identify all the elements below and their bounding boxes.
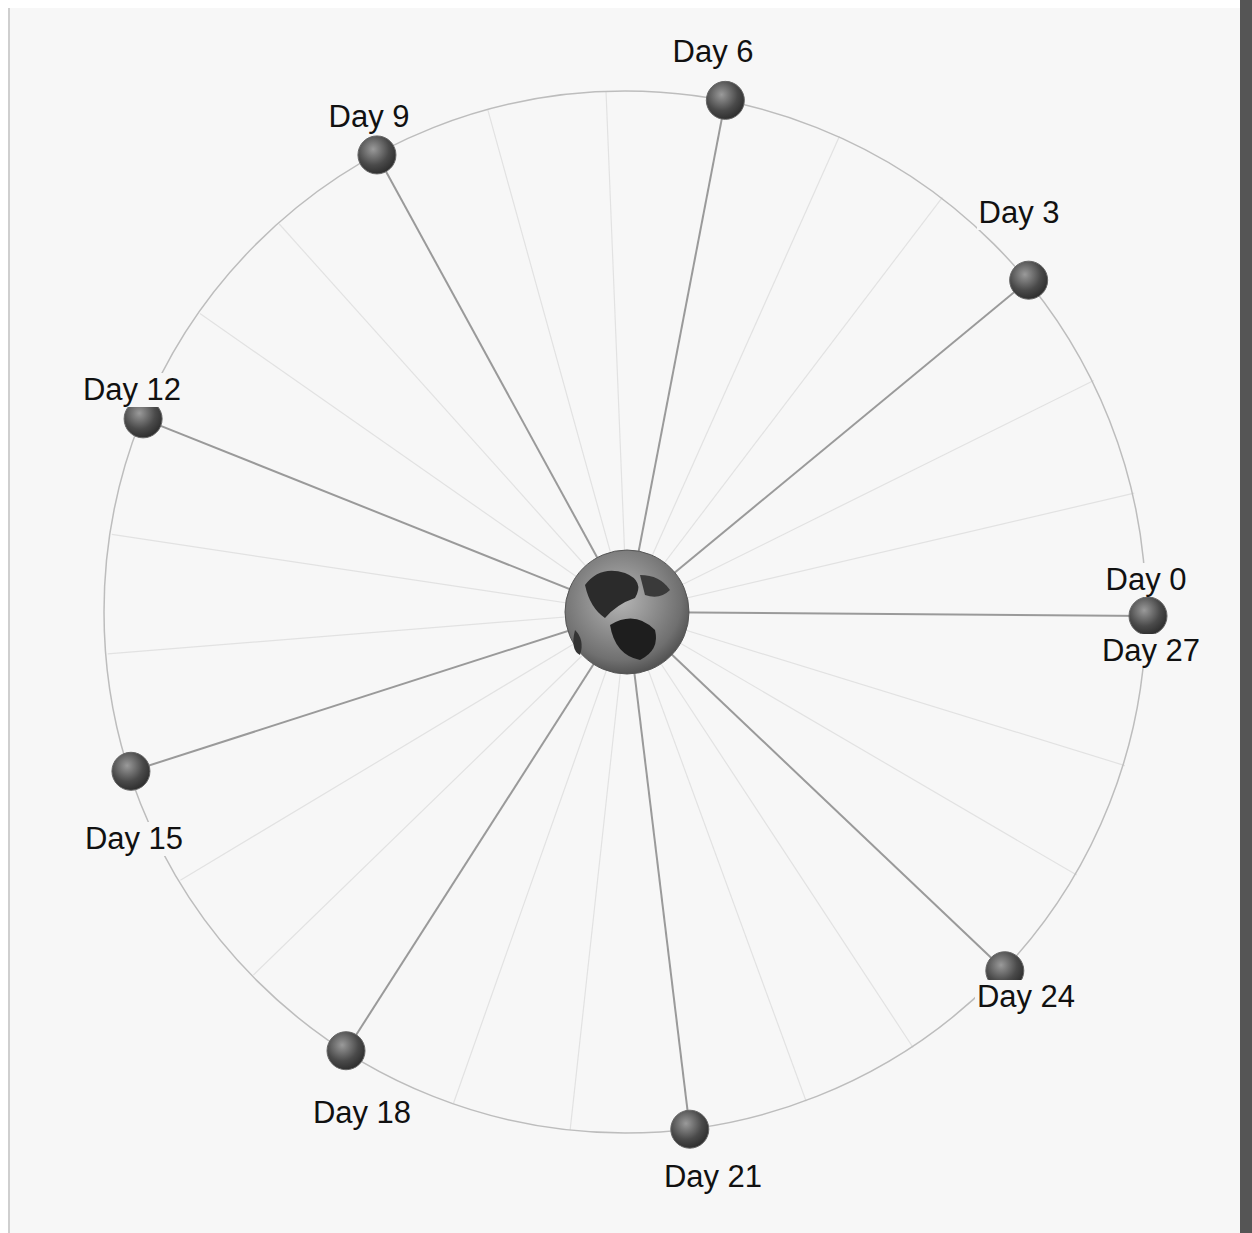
moon-ray (627, 612, 1005, 971)
moon-ray (131, 612, 627, 771)
day-label: Day 27 (1100, 634, 1202, 668)
moon-ray (627, 280, 1029, 612)
moon-ray (627, 612, 690, 1129)
day-ray (606, 91, 627, 612)
moon-markers (112, 81, 1167, 1148)
day-ray (627, 381, 1094, 612)
earth (565, 550, 689, 674)
day-ray (627, 612, 1077, 875)
moon-ray (627, 612, 1148, 616)
day-ray (253, 612, 627, 975)
moon-ray (143, 419, 627, 612)
day-label: Day 12 (81, 373, 183, 407)
day-label: Day 6 (671, 35, 756, 69)
day-label: Day 24 (975, 980, 1077, 1014)
day-ray (627, 136, 839, 612)
day-label: Day 9 (327, 100, 412, 134)
day-label: Day 15 (83, 822, 185, 856)
day-label: Day 18 (311, 1096, 413, 1130)
day-ray (488, 110, 627, 612)
day-ray (108, 612, 627, 654)
moon (1010, 261, 1048, 299)
day-ray (279, 224, 627, 612)
moon-ray (377, 155, 627, 612)
moon-ray (346, 612, 627, 1051)
day-label: Day 3 (977, 196, 1062, 230)
moon-ray (627, 100, 725, 612)
moon (327, 1032, 365, 1070)
day-ray (570, 612, 627, 1130)
day-label: Day 0 (1104, 563, 1189, 597)
day-ray (112, 534, 627, 612)
moon (1129, 597, 1167, 635)
moon (706, 81, 744, 119)
moon (358, 136, 396, 174)
moon (671, 1110, 709, 1148)
day-rays (108, 91, 1135, 1129)
day-ray (180, 612, 627, 880)
moon-rays (131, 100, 1148, 1129)
day-label: Day 21 (662, 1160, 764, 1194)
day-ray (627, 612, 1125, 766)
day-ray (627, 612, 806, 1101)
day-ray (627, 612, 913, 1047)
moon (112, 752, 150, 790)
window-edge-bar (1240, 0, 1252, 1233)
day-ray (200, 314, 627, 612)
orbit-circle (104, 91, 1146, 1133)
day-ray (454, 612, 627, 1103)
